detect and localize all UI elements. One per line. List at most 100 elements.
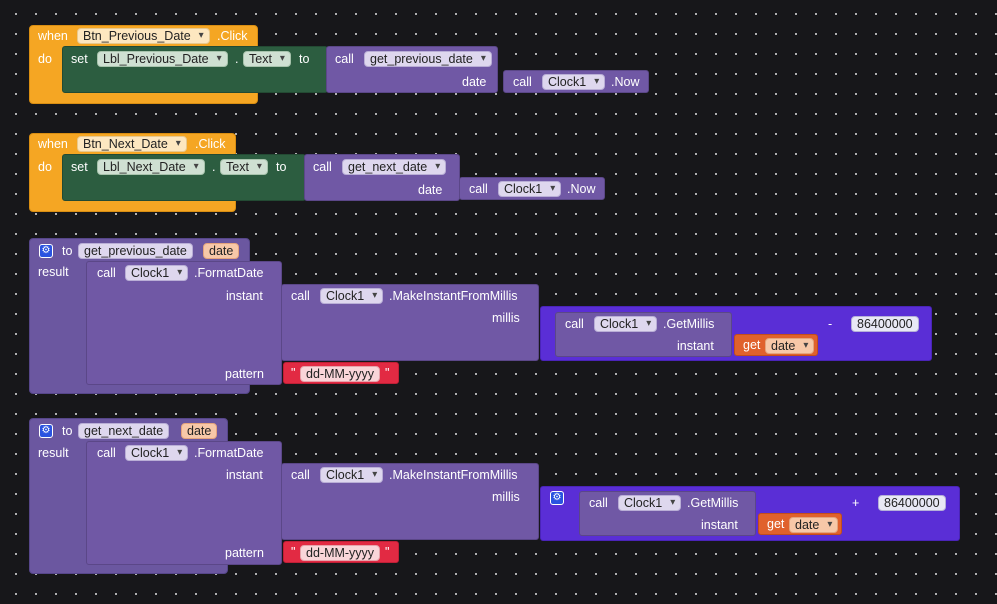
call-procedure-block[interactable]: call get_next_date date: [304, 154, 460, 201]
close-quote: ": [385, 366, 390, 380]
call-keyword: call: [291, 289, 310, 303]
operator-label: -: [828, 317, 833, 331]
result-label: result: [38, 265, 69, 279]
component-dropdown[interactable]: Btn_Previous_Date: [77, 28, 210, 44]
instant-label: instant: [226, 468, 263, 482]
method-name: .FormatDate: [194, 266, 264, 280]
method-name: .GetMillis: [663, 317, 715, 331]
procedure-name-field[interactable]: get_next_date: [78, 423, 170, 439]
property-name: Text: [249, 52, 272, 66]
millis-label: millis: [492, 311, 520, 325]
pattern-label: pattern: [225, 367, 264, 381]
close-quote: ": [385, 545, 390, 559]
call-keyword: call: [589, 496, 608, 510]
call-keyword: call: [469, 182, 488, 196]
clock-name: Clock1: [600, 317, 639, 331]
instant-label: instant: [701, 518, 738, 532]
get-variable-block[interactable]: get date: [758, 513, 842, 535]
open-quote: ": [291, 366, 296, 380]
event-name: .Click: [195, 137, 226, 151]
format-date-block[interactable]: call Clock1 .FormatDate instant pattern: [86, 261, 282, 385]
do-keyword: do: [38, 160, 52, 174]
procedure-dropdown[interactable]: get_previous_date: [364, 51, 492, 67]
get-keyword: get: [743, 338, 761, 352]
clock-name: Clock1: [131, 446, 170, 460]
clock-dropdown[interactable]: Clock1: [320, 467, 384, 483]
instant-label: instant: [677, 339, 714, 353]
component-name: Btn_Previous_Date: [83, 29, 191, 43]
format-date-block[interactable]: call Clock1 .FormatDate instant pattern: [86, 441, 282, 565]
method-name: .Now: [611, 75, 640, 89]
target-component-dropdown[interactable]: Lbl_Previous_Date: [97, 51, 228, 67]
clock-dropdown[interactable]: Clock1: [320, 288, 384, 304]
get-millis-block[interactable]: call Clock1 .GetMillis instant: [555, 312, 732, 357]
clock-dropdown[interactable]: Clock1: [594, 316, 658, 332]
component-dropdown[interactable]: Btn_Next_Date: [77, 136, 187, 152]
variable-dropdown[interactable]: date: [789, 517, 839, 533]
to-keyword: to: [62, 244, 73, 258]
get-millis-block[interactable]: call Clock1 .GetMillis instant: [579, 491, 756, 536]
event-name: .Click: [217, 29, 248, 43]
call-procedure-block[interactable]: call get_previous_date date: [326, 46, 498, 93]
clock-now-block[interactable]: call Clock1 .Now: [459, 177, 605, 200]
parameter-name[interactable]: date: [181, 423, 218, 439]
clock-now-block[interactable]: call Clock1 .Now: [503, 70, 649, 93]
set-property-block[interactable]: set Lbl_Previous_Date . Text to: [62, 46, 328, 93]
clock-dropdown[interactable]: Clock1: [542, 74, 606, 90]
method-name: .MakeInstantFromMillis: [389, 289, 518, 303]
gear-icon[interactable]: ⚙: [550, 491, 564, 505]
make-instant-block[interactable]: call Clock1 .MakeInstantFromMillis milli…: [281, 284, 539, 361]
set-keyword: set: [71, 52, 88, 66]
dot-separator: .: [235, 52, 239, 66]
procedure-name: get_next_date: [348, 160, 428, 174]
clock-dropdown[interactable]: Clock1: [618, 495, 682, 511]
result-label: result: [38, 446, 69, 460]
component-name: Btn_Next_Date: [83, 137, 168, 151]
open-quote: ": [291, 545, 296, 559]
call-keyword: call: [97, 446, 116, 460]
call-keyword: call: [565, 317, 584, 331]
variable-dropdown[interactable]: date: [765, 338, 815, 354]
clock-dropdown[interactable]: Clock1: [125, 265, 189, 281]
procedure-name-field[interactable]: get_previous_date: [78, 243, 193, 259]
property-dropdown[interactable]: Text: [220, 159, 268, 175]
variable-name: date: [795, 518, 820, 532]
procedure-dropdown[interactable]: get_next_date: [342, 159, 447, 175]
do-keyword: do: [38, 52, 52, 66]
instant-label: instant: [226, 289, 263, 303]
pattern-text-field[interactable]: dd-MM-yyyy: [300, 366, 381, 382]
when-keyword: when: [38, 137, 68, 151]
target-component-dropdown[interactable]: Lbl_Next_Date: [97, 159, 205, 175]
pattern-text-block[interactable]: " dd-MM-yyyy ": [283, 541, 399, 563]
clock-name: Clock1: [326, 289, 365, 303]
gear-icon[interactable]: ⚙: [39, 424, 53, 438]
gear-icon[interactable]: ⚙: [39, 244, 53, 258]
to-keyword: to: [299, 52, 310, 66]
pattern-text-block[interactable]: " dd-MM-yyyy ": [283, 362, 399, 384]
procedure-name: get_previous_date: [370, 52, 473, 66]
pattern-text-field[interactable]: dd-MM-yyyy: [300, 545, 381, 561]
to-keyword: to: [62, 424, 73, 438]
when-keyword: when: [38, 29, 68, 43]
clock-name: Clock1: [624, 496, 663, 510]
set-keyword: set: [71, 160, 88, 174]
clock-dropdown[interactable]: Clock1: [125, 445, 189, 461]
clock-dropdown[interactable]: Clock1: [498, 181, 562, 197]
number-field[interactable]: 86400000: [878, 495, 946, 511]
property-dropdown[interactable]: Text: [243, 51, 291, 67]
param-label: date: [462, 75, 487, 89]
call-keyword: call: [513, 75, 532, 89]
property-name: Text: [226, 160, 249, 174]
call-keyword: call: [291, 468, 310, 482]
get-variable-block[interactable]: get date: [734, 334, 818, 356]
number-field[interactable]: 86400000: [851, 316, 919, 332]
call-keyword: call: [313, 160, 332, 174]
set-property-block[interactable]: set Lbl_Next_Date . Text to: [62, 154, 306, 201]
clock-name: Clock1: [548, 75, 587, 89]
method-name: .GetMillis: [687, 496, 739, 510]
target-name: Lbl_Next_Date: [103, 160, 186, 174]
millis-label: millis: [492, 490, 520, 504]
make-instant-block[interactable]: call Clock1 .MakeInstantFromMillis milli…: [281, 463, 539, 540]
to-keyword: to: [276, 160, 287, 174]
parameter-name[interactable]: date: [203, 243, 240, 259]
